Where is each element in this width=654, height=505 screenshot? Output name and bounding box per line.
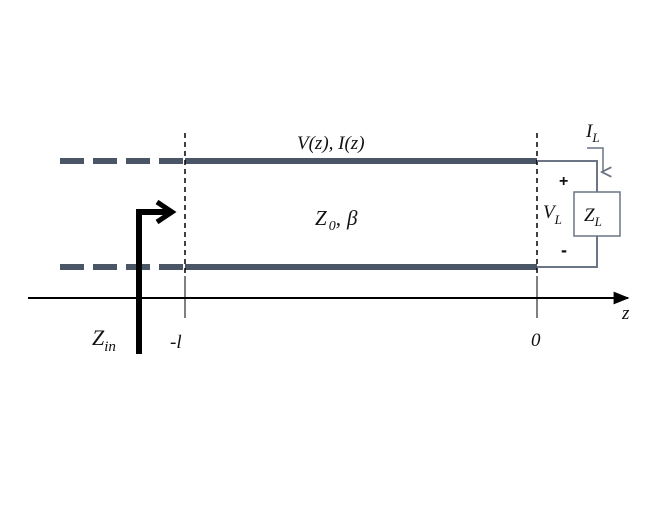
input-impedance-arrowhead: [155, 199, 177, 225]
load-current-arrow: [587, 147, 603, 172]
minus-sign: -: [561, 240, 567, 260]
load-current-label: IL: [585, 121, 600, 145]
load-top-wire: [537, 160, 598, 192]
plus-sign: +: [559, 173, 568, 190]
position-zero-label: 0: [531, 330, 541, 351]
load-impedance-label: ZL: [584, 205, 602, 229]
load-voltage-label: VL: [543, 202, 562, 227]
position-minus-l-label: -l: [170, 332, 182, 353]
load-bottom-wire: [537, 236, 598, 268]
input-impedance-arrow: [136, 209, 172, 354]
z-axis-label: z: [621, 303, 630, 324]
voltage-current-label: V(z), I(z): [297, 133, 365, 154]
input-impedance-label: Zin: [92, 325, 116, 355]
load-impedance-box: [573, 191, 621, 237]
